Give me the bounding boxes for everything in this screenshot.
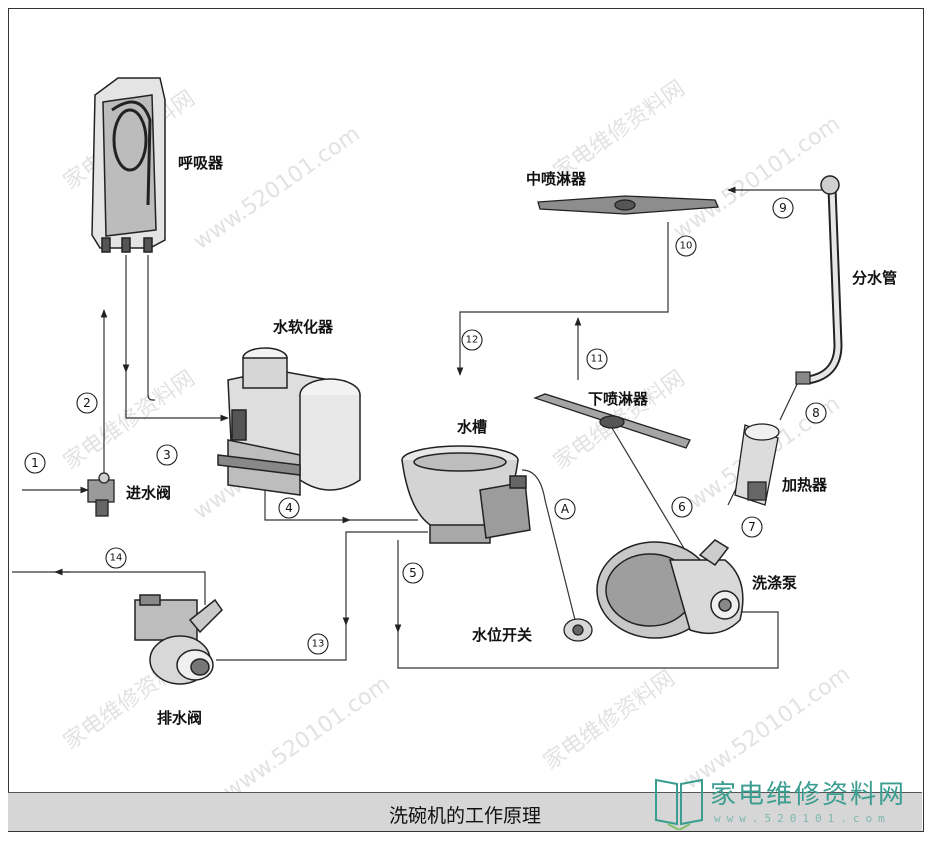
logo-site-name: 家电维修资料网 bbox=[710, 780, 907, 810]
site-logo-watermark: 家电维修资料网 www.520101.com bbox=[650, 772, 925, 832]
watermark-text: www.520101.com bbox=[189, 121, 365, 254]
flow-marker-1 bbox=[24, 452, 46, 474]
flow-number-6: 6 bbox=[678, 500, 686, 514]
label-level-switch: 水位开关 bbox=[472, 626, 532, 644]
label-breather: 呼吸器 bbox=[178, 154, 224, 172]
label-drain-valve: 排水阀 bbox=[157, 709, 202, 727]
flow-marker-5 bbox=[402, 562, 424, 584]
flow-marker-8 bbox=[805, 402, 827, 424]
flow-number-2: 2 bbox=[83, 396, 91, 410]
watermark-text: 家电维修资料网 bbox=[549, 76, 690, 185]
breather bbox=[91, 77, 166, 253]
drain-valve bbox=[134, 594, 223, 685]
water-tank-sump bbox=[401, 445, 531, 544]
watermark-text: 家电维修资料网 bbox=[59, 366, 200, 475]
flow-number-9: 9 bbox=[779, 201, 787, 215]
caption-bar: 洗碗机的工作原理 bbox=[8, 792, 922, 831]
flow-marker-14 bbox=[105, 547, 127, 569]
label-tank: 水槽 bbox=[457, 418, 487, 436]
flow-marker-2 bbox=[76, 392, 98, 414]
water-softener bbox=[217, 347, 361, 496]
flow-number-5: 5 bbox=[409, 566, 417, 580]
water-level-switch bbox=[563, 618, 593, 642]
inlet-valve bbox=[87, 472, 115, 517]
flow-line-6 bbox=[611, 427, 689, 556]
flow-marker-3 bbox=[156, 444, 178, 466]
flow-number-11: 11 bbox=[591, 354, 604, 365]
watermark-layer: 家电维修资料网 www.520101.com 家电维修资料网 www.52010… bbox=[59, 76, 855, 805]
book-icon bbox=[655, 778, 703, 832]
flow-line-4 bbox=[264, 490, 351, 524]
label-heater: 加热器 bbox=[781, 476, 828, 494]
flow-marker-13 bbox=[307, 633, 329, 655]
flow-number-7: 7 bbox=[748, 520, 756, 534]
flow-number-1: 1 bbox=[31, 456, 39, 470]
watermark-text: www.520101.com bbox=[669, 111, 845, 244]
label-manifold: 分水管 bbox=[852, 269, 897, 287]
flow-number-3: 3 bbox=[163, 448, 171, 462]
flow-number-texts: 1 2 3 4 5 6 7 8 9 10 11 12 13 14 A bbox=[31, 201, 820, 650]
heater bbox=[734, 423, 780, 506]
water-manifold-pipe bbox=[795, 175, 843, 385]
flow-line-13a bbox=[342, 531, 428, 626]
label-inlet-valve: 进水阀 bbox=[126, 484, 171, 502]
figure-caption: 洗碗机的工作原理 bbox=[388, 805, 541, 827]
wash-pump bbox=[596, 539, 744, 639]
flow-line-5b bbox=[397, 611, 779, 669]
flow-marker-12 bbox=[461, 329, 483, 351]
flow-number-13: 13 bbox=[312, 639, 325, 650]
flow-marker-10 bbox=[675, 235, 697, 257]
watermark-text: 家电维修资料网 bbox=[539, 666, 680, 775]
watermark-text: www.520101.com bbox=[219, 671, 395, 804]
middle-spray-arm bbox=[537, 195, 719, 215]
flow-marker-4 bbox=[278, 497, 300, 519]
flow-number-A: A bbox=[561, 502, 570, 516]
flow-marker-A bbox=[554, 498, 576, 520]
logo-site-url: www.520101.com bbox=[714, 812, 891, 825]
flow-line-10-12 bbox=[456, 222, 669, 376]
flow-marker-11 bbox=[586, 348, 608, 370]
flow-number-8: 8 bbox=[812, 406, 820, 420]
flow-marker-7 bbox=[741, 516, 763, 538]
flow-line-8 bbox=[779, 377, 801, 421]
lower-spray-arm bbox=[533, 393, 691, 449]
flow-marker-9 bbox=[772, 197, 794, 219]
flow-number-markers bbox=[24, 197, 827, 655]
flow-line-13b bbox=[216, 625, 347, 661]
flow-number-10: 10 bbox=[680, 241, 693, 252]
label-lower-spray: 下喷淋器 bbox=[588, 390, 649, 408]
flow-number-12: 12 bbox=[466, 335, 479, 346]
flow-line-3 bbox=[125, 372, 229, 422]
flow-marker-6 bbox=[671, 496, 693, 518]
label-middle-spray: 中喷淋器 bbox=[526, 170, 587, 188]
label-wash-pump: 洗涤泵 bbox=[752, 574, 797, 592]
flow-number-4: 4 bbox=[285, 501, 293, 515]
flow-number-14: 14 bbox=[110, 553, 123, 564]
label-softener: 水软化器 bbox=[273, 318, 334, 336]
flow-line-14 bbox=[12, 571, 206, 605]
flow-line-3a bbox=[147, 255, 155, 401]
level-switch-line bbox=[521, 469, 576, 621]
flow-lines bbox=[12, 186, 825, 669]
